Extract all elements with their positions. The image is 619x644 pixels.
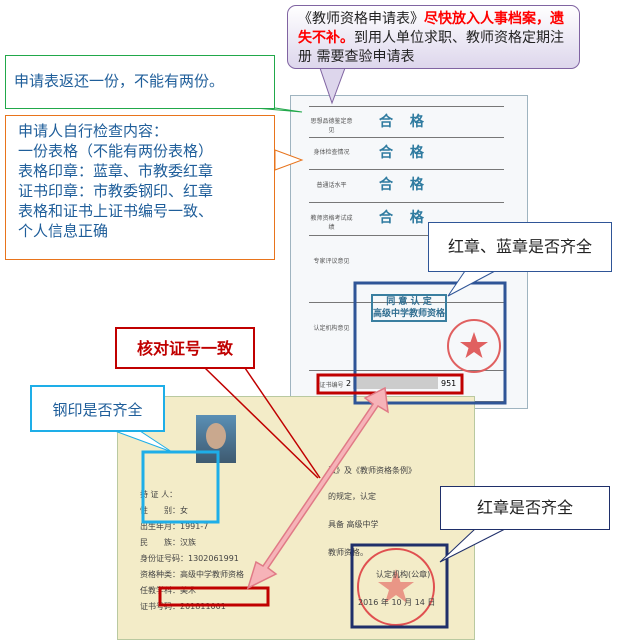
double-arrow-icon	[246, 386, 389, 590]
result-value: 合 格	[379, 177, 430, 193]
face-placeholder	[206, 423, 226, 449]
cert-right-line: 的规定，认定	[328, 492, 376, 501]
cert-field: 任教学科：美术	[140, 586, 196, 595]
form-row: 教师资格考试成绩 合 格	[309, 202, 504, 235]
cert-seal-highlight	[141, 450, 220, 524]
callout-tail	[439, 528, 506, 563]
cert-right-line: 教师资格。	[328, 548, 368, 557]
cert-right-line: 2016 年 10 月 14 日	[358, 598, 436, 607]
check-note-callout: 申请人自行检查内容： 一份表格（不能有两份表格） 表格印章：蓝章、市教委红章证书印…	[5, 115, 275, 260]
check-line: 个人信息正确	[18, 222, 109, 240]
cert-header: 法》及《教师资格条例》	[328, 466, 416, 475]
stamp-line: 高级中学教师资格	[373, 309, 446, 319]
check-line: 表格和证书上证书编号一致、	[18, 202, 214, 220]
check-line: 一份表格（不能有两份表格）	[18, 142, 214, 160]
note-text: 《教师资格申请表》	[298, 11, 424, 27]
check-title: 申请人自行检查内容：	[18, 122, 169, 140]
photo-placeholder	[196, 415, 236, 463]
form-row: 普通话水平 合 格	[309, 169, 504, 202]
pointer-line	[204, 367, 319, 479]
form-stamp-highlight	[353, 281, 507, 405]
cert-field: 持 证 人：	[140, 490, 178, 499]
form-row: 身体检查情况 合 格	[309, 137, 504, 169]
return-note-callout: 申请表返还一份，不能有两份。	[5, 55, 275, 109]
callout-tail	[319, 67, 346, 105]
pointer-line	[244, 367, 321, 479]
cert-field: 民 族：汉族	[140, 538, 196, 547]
cert-field: 性 别：女	[140, 506, 188, 515]
check-line: 证书印章：市教委钢印、红章	[18, 182, 214, 200]
cert-field: 资格种类：高级中学教师资格	[140, 570, 244, 579]
cert-field: 出生年月：1991-7	[140, 522, 209, 531]
note-warning: 尽快放入人事档案，遗失不补。	[298, 11, 564, 46]
row-label: 教师资格考试成绩	[310, 214, 353, 231]
cert-number-prefix: 2	[346, 379, 352, 388]
cert-stamp-callout: 红章是否齐全	[440, 486, 610, 530]
row-label: 普通话水平	[316, 181, 347, 189]
row-label: 认定机构意见	[313, 325, 350, 333]
callout-tail	[114, 430, 173, 453]
note-text: 到用人单位求职、教师资格定期注册 需要查验申请表	[298, 30, 564, 65]
row-label: 证书编号	[319, 382, 344, 389]
row-label: 身体检查情况	[313, 149, 350, 157]
stamp-line: 同 意 认 定	[386, 297, 432, 307]
form-stamp-callout: 红章、蓝章是否齐全	[428, 222, 612, 272]
red-seal-icon	[357, 548, 435, 626]
cert-field: 身份证号码：1302061991	[140, 554, 239, 563]
row-label: 思想品德鉴定意见	[310, 118, 353, 134]
cert-number-highlight	[158, 586, 270, 607]
seal-check-callout: 钢印是否齐全	[30, 385, 165, 432]
form-row: 专家评议意见	[309, 235, 504, 302]
blue-approval-stamp: 同 意 认 定高级中学教师资格	[371, 294, 447, 322]
check-line: 表格印章：蓝章、市教委红章	[18, 162, 214, 180]
form-number-highlight	[316, 373, 464, 395]
cert-stamp-highlight	[350, 543, 449, 629]
callout-tail	[274, 149, 304, 171]
form-row: 思想品德鉴定意见 合 格	[309, 106, 504, 137]
cert-right-line: 认定机构(公章)	[376, 570, 431, 579]
cert-number-suffix: 951	[441, 379, 457, 388]
result-value: 合 格	[379, 210, 430, 226]
result-value: 合 格	[379, 145, 430, 161]
redacted-number	[353, 377, 438, 389]
result-value: 合 格	[379, 114, 430, 130]
archive-note-callout: 《教师资格申请表》尽快放入人事档案，遗失不补。到用人单位求职、教师资格定期注册 …	[287, 5, 580, 69]
number-match-callout: 核对证号一致	[115, 327, 255, 369]
form-row: 认定机构意见	[309, 302, 504, 370]
red-seal-icon	[447, 319, 501, 373]
row-label: 专家评议意见	[313, 257, 350, 265]
cert-right-line: 具备 高级中学	[328, 520, 379, 529]
